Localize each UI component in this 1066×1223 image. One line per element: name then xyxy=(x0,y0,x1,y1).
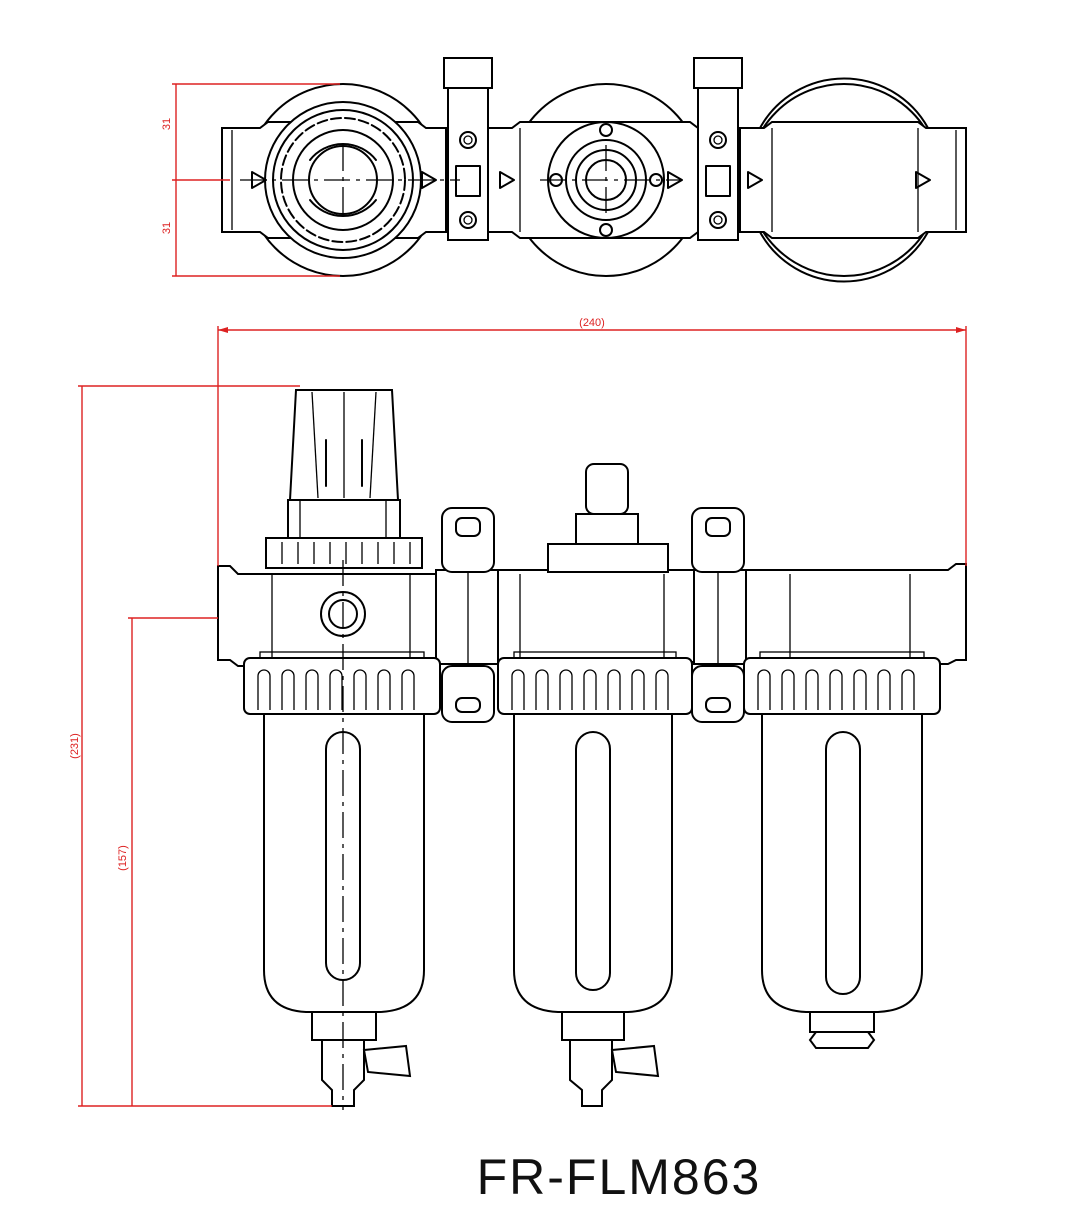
dim-top-lower: 31 xyxy=(161,222,173,234)
dim-lower-height: (157) xyxy=(117,845,129,871)
front-bracket-left xyxy=(441,507,495,723)
front-dimensions: (240) (231) (157) xyxy=(69,317,967,1107)
regulator-knob xyxy=(265,389,423,569)
front-view: (240) (231) (157) xyxy=(69,317,967,1110)
model-title: FR-FLM863 xyxy=(0,1148,1066,1206)
model-title-text: FR-FLM863 xyxy=(476,1149,762,1205)
dim-top-upper: 31 xyxy=(161,118,173,130)
top-bracket-left xyxy=(443,57,493,241)
top-dimension: 31 31 xyxy=(161,83,340,277)
top-bracket-right xyxy=(693,57,743,241)
top-body-right xyxy=(739,121,967,239)
top-view: 31 31 xyxy=(161,57,967,283)
bowl-unit1 xyxy=(243,560,441,1110)
front-bracket-right xyxy=(691,507,745,723)
dim-overall-width: (240) xyxy=(579,317,605,329)
dim-overall-height: (231) xyxy=(69,733,81,759)
bowl-unit2 xyxy=(497,651,693,1107)
lubricator-cap xyxy=(547,463,669,573)
front-body xyxy=(217,563,967,667)
bowl-unit3 xyxy=(743,651,941,1049)
